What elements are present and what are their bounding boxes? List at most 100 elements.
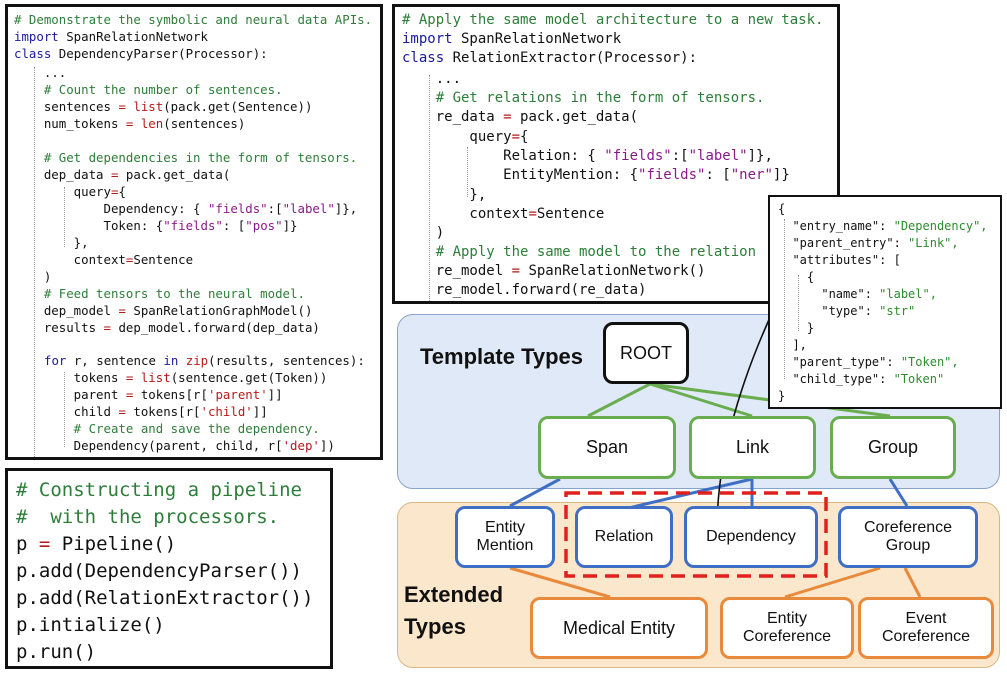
code-text: re_data (402, 109, 504, 125)
code-operator: = (511, 263, 521, 279)
code-text: Dependency: { (14, 201, 208, 216)
code-comment: # Apply the same model to the relation (402, 244, 757, 260)
code-text: SpanRelationNetwork() (520, 263, 706, 279)
extended-types-title-line2: Types (404, 614, 466, 639)
code-operator: = (125, 370, 134, 385)
code-text: EntityMention: { (402, 167, 639, 183)
code-text: (pack.get(Sentence)) (163, 99, 313, 114)
dependency-schema-json: { "entry_name": "Dependency", "parent_en… (768, 195, 1002, 409)
code-line: num_tokens = len(sentences) (14, 116, 245, 131)
code-builtin: zip (185, 353, 209, 368)
entity-mention-node: Entity Mention (455, 506, 555, 568)
code-text: query (14, 184, 111, 199)
json-line: { (778, 270, 815, 284)
edge-root-span (587, 382, 651, 418)
code-line: ... (14, 65, 67, 80)
link-label: Link (735, 437, 770, 457)
code-line: import SpanRelationNetwork (402, 31, 621, 47)
code-line: class RelationExtractor(Processor): (402, 50, 697, 66)
code-string: "ner" (730, 167, 773, 183)
coreference-group-label-2: Group (885, 537, 931, 554)
edge-coreference-group-entity-coreference (784, 566, 881, 599)
json-line: "type": "str" (778, 304, 915, 318)
medical-entity-node: Medical Entity (530, 597, 708, 659)
event-coreference-label-1: Event (905, 610, 947, 627)
code-text: (sentences) (163, 116, 246, 131)
edge-root-link (649, 382, 753, 418)
code-keyword: import (402, 31, 453, 47)
code-text: context (14, 252, 126, 267)
code-text: results (14, 320, 104, 335)
code-line: context=Sentence (402, 206, 604, 222)
json-value: "label", (879, 287, 937, 301)
code-comment: # Feed tensors to the neural model. (14, 286, 305, 301)
code-text: (sentence.get(Token)) (170, 370, 328, 385)
code-text: tokens[r[ (133, 387, 208, 402)
code-comment: # Get dependencies in the form of tensor… (14, 150, 358, 165)
json-value: "Dependency", (893, 219, 988, 233)
json-key: "parent_type": (778, 355, 901, 369)
code-text: SpanRelationNetwork (452, 31, 622, 47)
code-text: parent (14, 387, 126, 402)
json-line: ], (778, 338, 807, 352)
entity-coreference-label-1: Entity (766, 610, 807, 627)
code-text: ]} (282, 218, 298, 233)
code-text: Sentence (133, 252, 194, 267)
code-text: p (16, 533, 39, 555)
indent-guide (34, 67, 35, 457)
code-text: : [ (705, 167, 731, 183)
code-string: "fields" (207, 201, 268, 216)
code-line: query={ (14, 184, 126, 199)
code-operator: = (103, 320, 111, 335)
code-text (178, 353, 185, 368)
code-text: ]} (772, 167, 790, 183)
code-string: 'child' (200, 404, 253, 419)
code-text: ]) (319, 438, 335, 453)
code-operator: = (503, 109, 512, 125)
edge-coreference-group-event-coreference (903, 567, 922, 598)
code-operator: = (118, 303, 126, 318)
code-line: p = Pipeline() (16, 533, 176, 555)
relation-extractor-code: # Apply the same model architecture to a… (392, 4, 840, 304)
code-line: }, (14, 235, 89, 250)
code-builtin: len (140, 116, 164, 131)
code-text: context (402, 206, 529, 222)
code-operator: = (125, 116, 134, 131)
code-line: p.add(DependencyParser()) (16, 560, 302, 582)
code-text: re_model (402, 263, 512, 279)
code-line: Token: {"fields": ["pos"]} (14, 218, 298, 233)
coreference-group-label-1: Coreference (863, 519, 953, 536)
code-text: query (402, 129, 512, 145)
code-line: EntityMention: {"fields": ["ner"]} (402, 167, 790, 183)
code-text: pack.get_data( (118, 167, 231, 182)
entity-mention-label-2: Mention (476, 537, 534, 554)
code-text: ]] (252, 404, 268, 419)
code-comment: # with the processors. (16, 506, 280, 528)
json-line: "attributes": [ (778, 253, 901, 267)
code-string: "fields" (638, 167, 706, 183)
code-text: pack.get_data( (511, 109, 639, 125)
code-text: Sentence (536, 206, 605, 222)
code-text: Token: { (14, 218, 164, 233)
code-string: "pos" (245, 218, 283, 233)
code-comment: # Get relations in the form of tensors. (402, 90, 765, 106)
code-text: dep_model.forward(dep_data) (111, 320, 320, 335)
code-operator: = (125, 252, 134, 267)
code-string: "label" (282, 201, 335, 216)
json-line: } (778, 321, 815, 335)
json-line: "child_type": "Token" (778, 372, 944, 386)
code-operator: = (110, 184, 119, 199)
code-text: dep_model (14, 303, 119, 318)
code-line: class DependencyParser(Processor): (14, 46, 268, 61)
code-keyword: import (14, 29, 59, 44)
json-line: "entry_name": "Dependency", (778, 219, 988, 233)
code-text: dep_data (14, 167, 111, 182)
code-text: tokens[r[ (125, 404, 201, 419)
json-value: "Link", (908, 236, 959, 250)
code-text: Relation: { (402, 148, 605, 164)
json-value: "Token", (900, 355, 959, 369)
code-operator: = (118, 99, 126, 114)
code-text: { (520, 129, 529, 145)
code-line: re_model.forward(re_data) (402, 282, 647, 298)
code-line: p.intialize() (16, 614, 165, 636)
